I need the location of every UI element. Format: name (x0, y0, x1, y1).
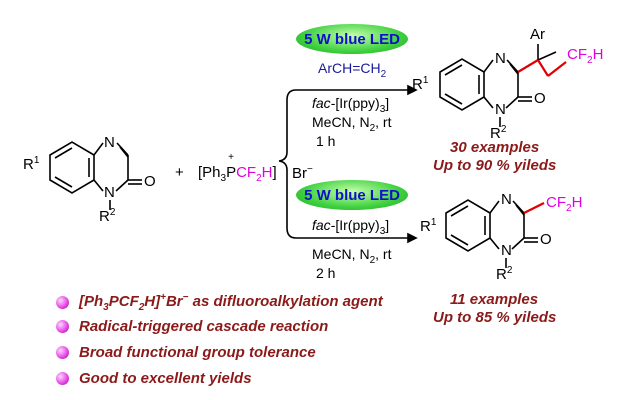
bottom-arrow (296, 232, 418, 244)
highlight-item: Radical-triggered cascade reaction (56, 318, 328, 335)
top-new-bond-2 (537, 59, 549, 77)
top-led-badge: 5 W blue LED (296, 24, 408, 54)
top-new-bond-3 (547, 61, 567, 77)
starting-material-structure (49, 141, 142, 210)
branch-bracket (278, 89, 297, 239)
top-product-r2: R2 (490, 124, 507, 142)
highlight-text: Good to excellent yields (79, 370, 252, 387)
bottom-examples: 11 examples (450, 291, 539, 308)
bottom-product-r2: R2 (496, 265, 513, 283)
bullet-icon (56, 346, 69, 359)
bottom-product-n-top: N (501, 191, 512, 208)
top-new-bond-1 (517, 59, 539, 73)
highlight-item: Good to excellent yields (56, 370, 252, 387)
sm-carbonyl-o: O (144, 173, 156, 190)
highlight-text: Broad functional group tolerance (79, 344, 316, 361)
bottom-product-cf2h: CF2H (546, 194, 583, 214)
bottom-product-structure (445, 199, 538, 268)
bottom-solvent: MeCN, N2, rt (312, 246, 392, 266)
top-product-n-bottom: N (495, 101, 506, 118)
highlight-item: [Ph3PCF2H]+Br− as difluoroalkylation age… (56, 292, 383, 313)
bottom-yields: Up to 85 % yileds (433, 309, 557, 326)
top-alkene-reagent: ArCH=CH2 (318, 60, 387, 80)
bottom-led-badge: 5 W blue LED (296, 180, 408, 210)
highlight-item: Broad functional group tolerance (56, 344, 316, 361)
top-examples: 30 examples (450, 139, 540, 156)
bottom-product-r1: R1 (420, 217, 437, 235)
top-product-o: O (534, 90, 546, 107)
reagent-plus: + (175, 164, 184, 181)
bottom-time: 2 h (316, 265, 336, 281)
sm-n-bottom: N (104, 184, 115, 201)
top-product-cf2h: CF2H (567, 46, 604, 66)
top-product-n-top: N (495, 50, 506, 67)
sm-r1: R1 (23, 155, 40, 173)
sm-r2: R2 (99, 207, 116, 225)
highlight-text: Radical-triggered cascade reaction (79, 318, 329, 335)
bottom-catalyst: fac-[Ir(ppy)3] (312, 217, 390, 237)
highlight-text: [Ph3PCF2H]+Br− as difluoroalkylation age… (79, 292, 383, 313)
bottom-new-bond (523, 202, 545, 214)
top-product-ar: Ar (530, 26, 545, 43)
top-arrow (296, 84, 418, 96)
top-catalyst: fac-[Ir(ppy)3] (312, 95, 390, 115)
reagent-phosphonium: [Ph3P+CF2H] (198, 152, 277, 184)
top-product-r1: R1 (412, 75, 429, 93)
top-time: 1 h (316, 133, 336, 149)
bottom-product-o: O (540, 231, 552, 248)
top-solvent: MeCN, N2, rt (312, 114, 392, 134)
reagent-bromide: Br− (292, 164, 313, 182)
top-yields: Up to 90 % yileds (433, 157, 557, 174)
bullet-icon (56, 372, 69, 385)
sm-n-top: N (104, 134, 115, 151)
top-product-structure (439, 44, 557, 127)
bullet-icon (56, 320, 69, 333)
bottom-product-n-bottom: N (501, 242, 512, 259)
bullet-icon (56, 296, 69, 309)
